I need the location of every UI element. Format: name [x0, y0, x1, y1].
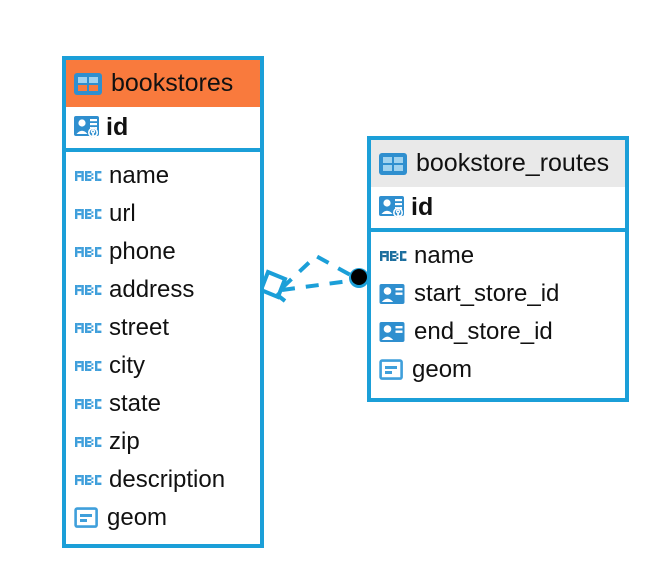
field-row-phone[interactable]: phone	[66, 233, 260, 271]
relationship-line-lower	[281, 278, 357, 292]
field-row-zip[interactable]: zip	[66, 423, 260, 461]
entity-name: bookstores	[111, 69, 234, 97]
crows-foot-diamond-marker	[258, 269, 288, 303]
field-label: description	[109, 466, 226, 493]
field-label: name	[414, 242, 475, 269]
field-row-state[interactable]: state	[66, 385, 260, 423]
text-abc-icon	[74, 396, 102, 412]
primary-key-icon	[379, 195, 407, 221]
field-row-name[interactable]: name	[66, 157, 260, 195]
text-abc-icon	[74, 434, 102, 450]
foreign-key-icon	[379, 282, 407, 306]
field-label: geom	[412, 356, 473, 383]
field-row-start-store-id[interactable]: start_store_id	[371, 275, 625, 313]
field-row-geom[interactable]: geom	[371, 351, 625, 389]
table-icon	[74, 72, 102, 96]
field-row-url[interactable]: url	[66, 195, 260, 233]
field-label: state	[109, 390, 162, 417]
field-row-end-store-id[interactable]: end_store_id	[371, 313, 625, 351]
entity-header-bookstore-routes[interactable]: bookstore_routes	[371, 140, 625, 187]
field-row-street[interactable]: street	[66, 309, 260, 347]
field-label: address	[109, 276, 195, 303]
field-row-address[interactable]: address	[66, 271, 260, 309]
entity-header-bookstores[interactable]: bookstores	[66, 60, 260, 107]
table-icon	[379, 152, 407, 176]
field-label: street	[109, 314, 170, 341]
field-list-bookstores: name u	[66, 152, 260, 544]
text-abc-icon	[379, 248, 407, 264]
field-label: city	[109, 352, 145, 379]
field-label: zip	[109, 428, 140, 455]
field-label: start_store_id	[414, 280, 560, 307]
text-abc-icon	[74, 282, 102, 298]
relationship-line-upper	[280, 253, 357, 290]
field-row-geom[interactable]: geom	[66, 499, 260, 537]
text-abc-icon	[74, 472, 102, 488]
field-label: name	[109, 162, 170, 189]
primary-key-icon	[74, 115, 102, 141]
field-row-primary-key[interactable]: id	[371, 187, 625, 232]
foreign-key-icon	[379, 320, 407, 344]
field-row-description[interactable]: description	[66, 461, 260, 499]
geometry-icon	[74, 506, 100, 530]
field-label: id	[106, 113, 129, 141]
entity-name: bookstore_routes	[416, 149, 610, 177]
field-label: geom	[107, 504, 168, 531]
text-abc-icon	[74, 320, 102, 336]
text-abc-icon	[74, 206, 102, 222]
geometry-icon	[379, 358, 405, 382]
text-abc-icon	[74, 244, 102, 260]
text-abc-icon	[74, 168, 102, 184]
text-abc-icon	[74, 358, 102, 374]
field-label: end_store_id	[414, 318, 553, 345]
entity-bookstore-routes[interactable]: bookstore_routes id	[367, 136, 629, 402]
entity-bookstores[interactable]: bookstores id	[62, 56, 264, 548]
field-row-name[interactable]: name	[371, 237, 625, 275]
field-list-bookstore-routes: name start_store_id	[371, 232, 625, 396]
field-row-primary-key[interactable]: id	[66, 107, 260, 152]
field-label: id	[411, 193, 434, 221]
field-row-city[interactable]: city	[66, 347, 260, 385]
field-label: phone	[109, 238, 176, 265]
field-label: url	[109, 200, 136, 227]
filled-circle-marker	[349, 268, 369, 288]
